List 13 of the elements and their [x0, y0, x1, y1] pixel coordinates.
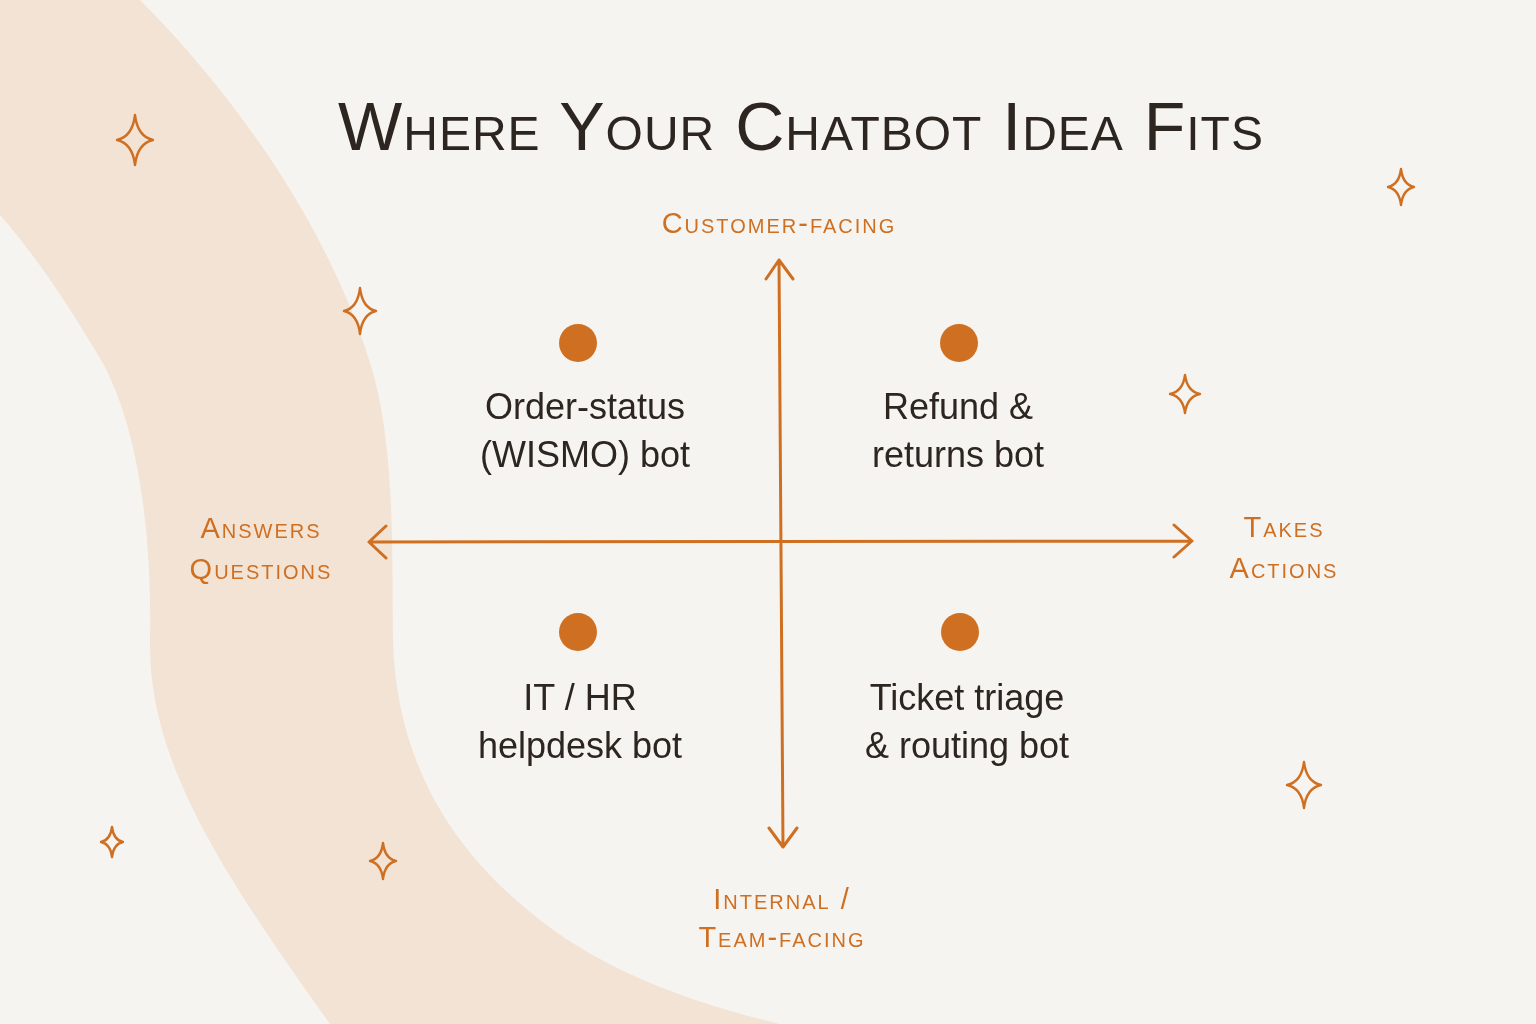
axis-label: Customer-facing	[660, 206, 898, 241]
quadrant-label: IT / HR helpdesk bot	[476, 676, 684, 768]
axis-label: Internal / Team-facing	[697, 882, 867, 955]
dot-marker	[559, 613, 597, 651]
quadrant-label: Refund & returns bot	[870, 385, 1046, 477]
axis-label: Takes Actions	[1228, 510, 1340, 586]
dot-marker	[940, 324, 978, 362]
axis-label: Answers Questions	[188, 511, 334, 587]
quadrant-label: Ticket triage & routing bot	[863, 676, 1071, 768]
dot-marker	[941, 613, 979, 651]
title: Where Your Chatbot Idea Fits	[338, 92, 1264, 160]
dot-marker	[559, 324, 597, 362]
quadrant-label: Order-status (WISMO) bot	[479, 385, 691, 477]
